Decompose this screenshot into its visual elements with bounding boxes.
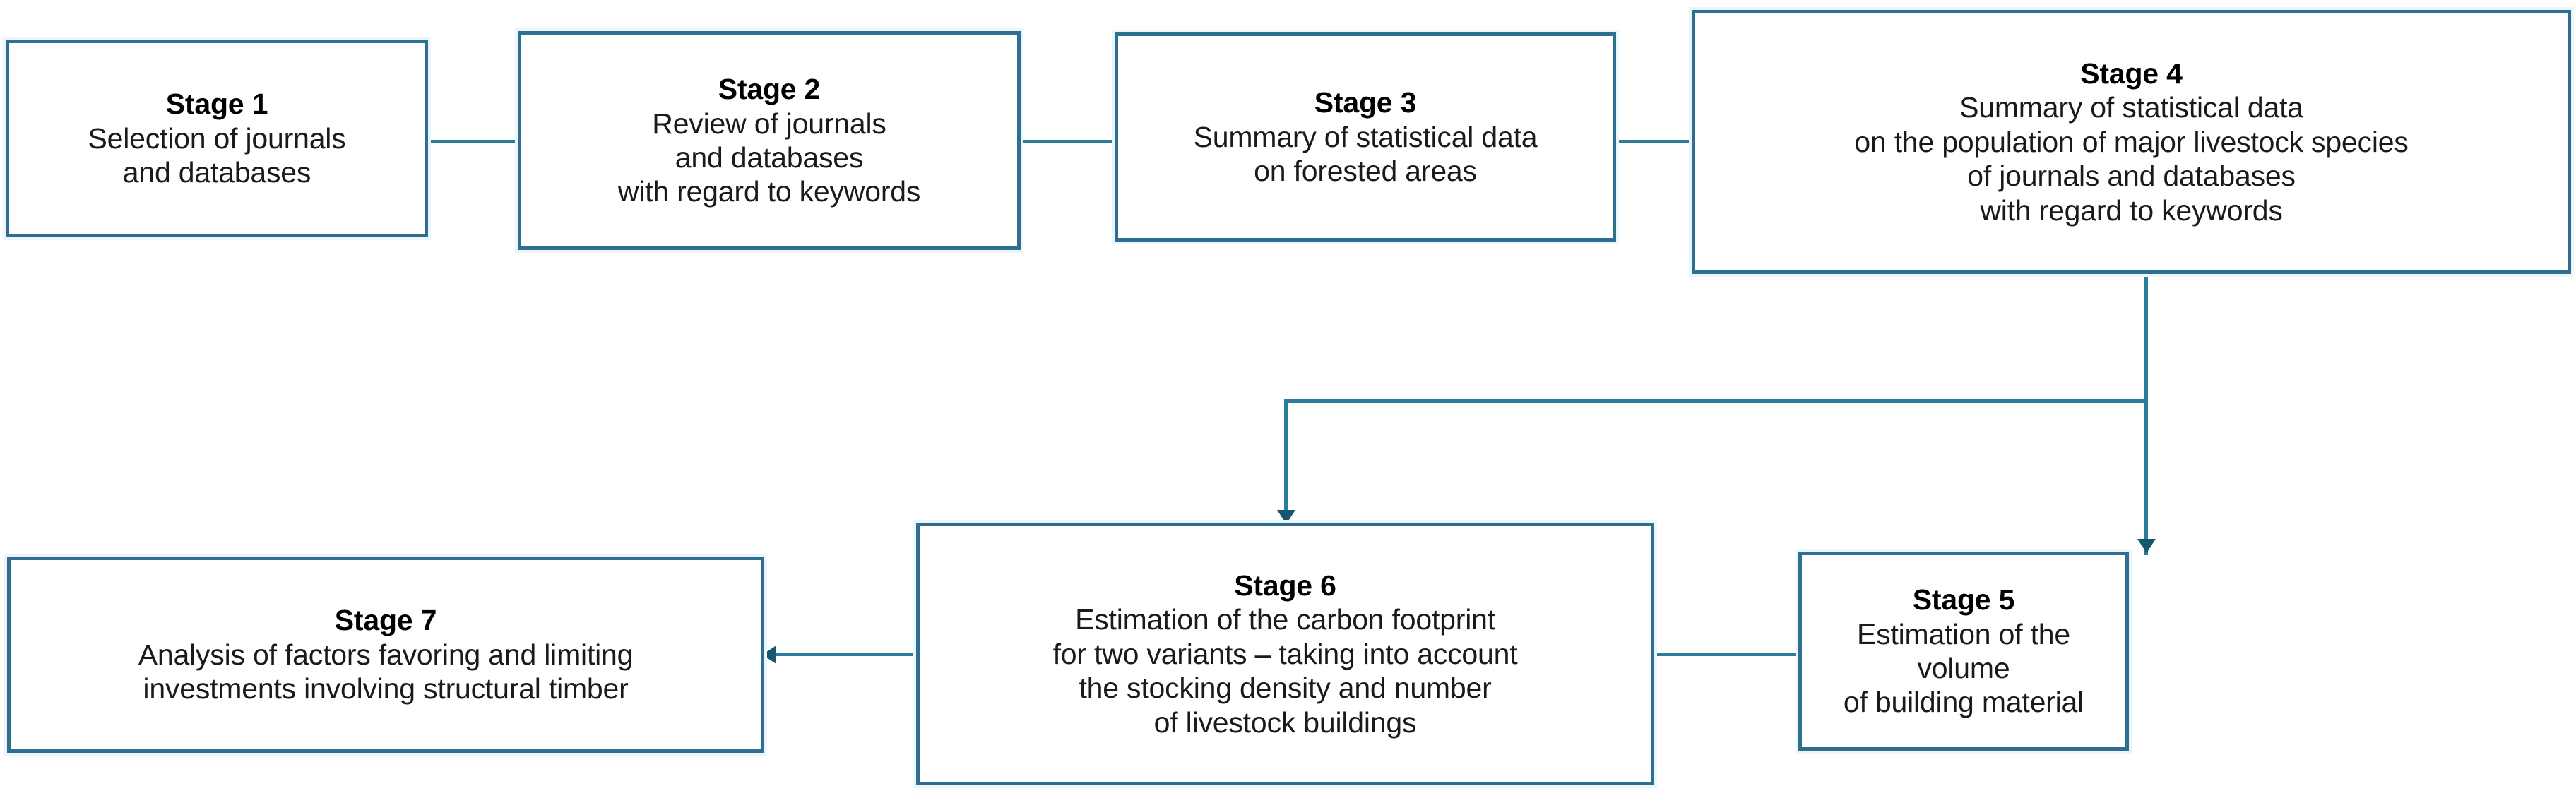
node-stage-6-content: Stage 6 Estimation of the carbon footpri… (927, 569, 1644, 739)
node-stage-4-content: Stage 4 Summary of statistical data on t… (1702, 56, 2560, 227)
node-stage-2-title: Stage 2 (718, 73, 821, 106)
edge-stage1-to-stage2-line (427, 140, 518, 143)
edge-stage4-to-stage6-arrowhead (1277, 510, 1295, 524)
node-stage-7[interactable]: Stage 7 Analysis of factors favoring and… (7, 557, 764, 753)
edge-stage4-to-stage6-vertical (1284, 399, 1288, 526)
node-stage-4-title: Stage 4 (2080, 57, 2183, 90)
node-stage-1-content: Stage 1 Selection of journals and databa… (16, 87, 417, 189)
node-stage-3-content: Stage 3 Summary of statistical data on f… (1125, 85, 1605, 188)
node-stage-7-title: Stage 7 (334, 604, 437, 637)
node-stage-6[interactable]: Stage 6 Estimation of the carbon footpri… (916, 523, 1654, 785)
edge-stage4-to-stage5-arrowhead (2137, 539, 2156, 553)
node-stage-7-body: Analysis of factors favoring and limitin… (138, 638, 634, 706)
node-stage-5-content: Stage 5 Estimation of the volume of buil… (1809, 583, 2118, 720)
node-stage-3[interactable]: Stage 3 Summary of statistical data on f… (1115, 32, 1616, 242)
edge-stage3-to-stage4-line (1614, 140, 1692, 143)
edge-stage5-to-stage6-line (1651, 653, 1801, 656)
node-stage-1-body: Selection of journals and databases (88, 121, 346, 189)
edge-stage2-to-stage3-line (1019, 140, 1115, 143)
node-stage-3-title: Stage 3 (1314, 86, 1417, 119)
node-stage-4[interactable]: Stage 4 Summary of statistical data on t… (1692, 10, 2571, 274)
edge-stage4-to-stage6-horizontal (1284, 399, 2146, 403)
node-stage-4-body: Summary of statistical data on the popul… (1854, 91, 2409, 227)
edge-stage6-to-stage7-line (775, 653, 920, 656)
node-stage-5-body: Estimation of the volume of building mat… (1843, 617, 2084, 719)
node-stage-6-body: Estimation of the carbon footprint for t… (1052, 603, 1518, 739)
node-stage-5-title: Stage 5 (1912, 583, 2015, 617)
node-stage-2-content: Stage 2 Review of journals and databases… (528, 72, 1010, 209)
node-stage-2-body: Review of journals and databases with re… (617, 107, 921, 208)
node-stage-1[interactable]: Stage 1 Selection of journals and databa… (6, 40, 428, 237)
edge-stage4-trunk-vertical (2144, 273, 2148, 555)
edge-stage6-to-stage7-arrowhead (762, 646, 776, 664)
node-stage-5[interactable]: Stage 5 Estimation of the volume of buil… (1798, 552, 2129, 751)
node-stage-6-title: Stage 6 (1234, 569, 1336, 602)
node-stage-1-title: Stage 1 (165, 88, 268, 121)
node-stage-3-body: Summary of statistical data on forested … (1193, 120, 1538, 188)
node-stage-7-content: Stage 7 Analysis of factors favoring and… (18, 603, 754, 706)
node-stage-2[interactable]: Stage 2 Review of journals and databases… (518, 31, 1021, 250)
